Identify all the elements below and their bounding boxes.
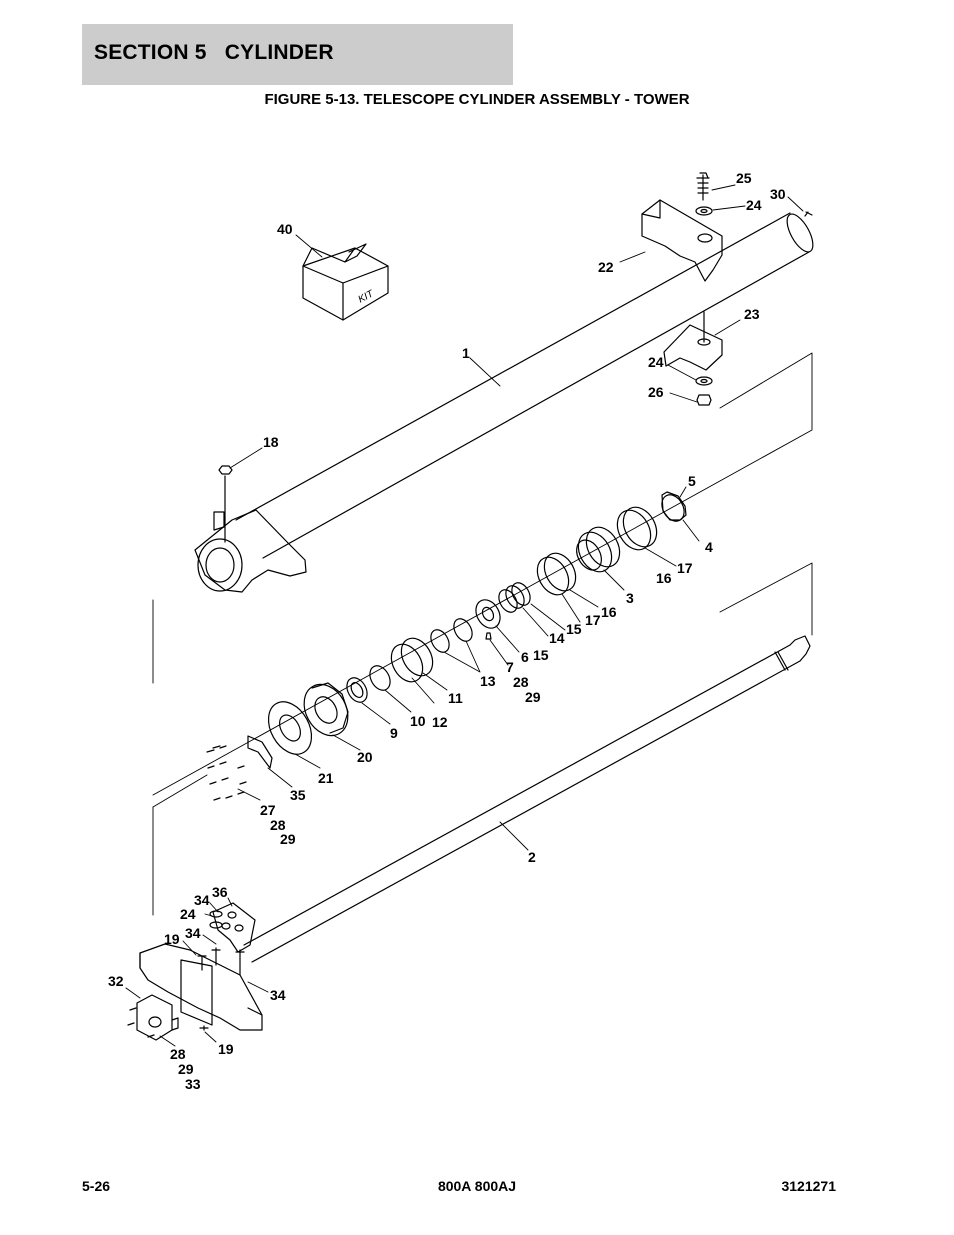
callout-label: 36 — [212, 884, 228, 900]
callout-label: 14 — [549, 630, 565, 646]
callout-label: 20 — [357, 749, 373, 765]
trunnion-lower — [663, 311, 723, 371]
callout-label: 33 — [185, 1076, 201, 1092]
piston-rod — [243, 635, 811, 963]
callout-label: 18 — [263, 434, 279, 450]
callout-label: 4 — [705, 539, 713, 555]
callout-label: 17 — [585, 612, 601, 628]
callout-label: 11 — [448, 690, 463, 706]
callout-label: 22 — [598, 259, 614, 275]
model-label: 800A 800AJ — [437, 1178, 517, 1194]
callout-label: 29 — [178, 1061, 194, 1077]
leader-lines — [125, 184, 804, 1047]
kit-box-label: KIT — [356, 288, 376, 305]
doc-number: 3121271 — [781, 1178, 836, 1194]
callout-label: 28 — [270, 817, 286, 833]
callout-label: 25 — [736, 170, 752, 186]
barrel-tube — [194, 211, 814, 593]
section-header: SECTION 5 CYLINDER — [82, 24, 513, 85]
callout-label: 2 — [528, 849, 536, 865]
piston-nut — [661, 491, 687, 522]
callout-label: 34 — [185, 925, 201, 941]
rod-end-block — [139, 943, 263, 1031]
flange-plate — [267, 701, 313, 755]
callout-label: 13 — [480, 673, 496, 689]
callout-label: 26 — [648, 384, 664, 400]
callout-label: 23 — [744, 306, 760, 322]
callout-label: 34 — [194, 892, 210, 908]
callout-label: 7 — [506, 659, 514, 675]
page-number: 5-26 — [82, 1178, 111, 1194]
trunnion-hardware — [695, 172, 713, 406]
callout-label: 29 — [525, 689, 541, 705]
callout-label: 34 — [270, 987, 286, 1003]
retaining-plate — [247, 735, 273, 769]
trunnion-upper — [641, 199, 723, 282]
callout-label: 28 — [170, 1046, 186, 1062]
seal-kit-box — [302, 243, 389, 321]
callout-label: 32 — [108, 973, 124, 989]
callout-label: 10 — [410, 713, 426, 729]
callout-label: 24 — [648, 354, 664, 370]
callout-label: 16 — [656, 570, 672, 586]
callout-label: 15 — [533, 647, 549, 663]
callout-label: 21 — [318, 770, 334, 786]
callout-label: 19 — [164, 931, 180, 947]
trunnion-bracket — [212, 902, 256, 953]
callout-label: 5 — [688, 473, 696, 489]
callout-label: 24 — [746, 197, 762, 213]
callout-label: 3 — [626, 590, 634, 606]
section-title: SECTION 5 CYLINDER — [94, 41, 334, 64]
callout-label: 16 — [601, 604, 617, 620]
callout-label: 27 — [260, 802, 276, 818]
callout-label: 15 — [566, 621, 582, 637]
figure-title: FIGURE 5-13. TELESCOPE CYLINDER ASSEMBLY… — [264, 91, 690, 108]
callout-label: 24 — [180, 906, 196, 922]
callout-label: 17 — [677, 560, 693, 576]
callout-label: 9 — [390, 725, 398, 741]
phantom-lines — [152, 352, 813, 916]
callout-label: 28 — [513, 674, 529, 690]
callout-label: 6 — [521, 649, 529, 665]
callout-label: 30 — [770, 186, 786, 202]
callout-label: 1 — [462, 345, 470, 361]
callout-label: 19 — [218, 1041, 234, 1057]
callout-label: 40 — [277, 221, 293, 237]
cap-screws — [206, 745, 247, 801]
valve-block — [127, 994, 179, 1041]
mount-screws — [197, 910, 245, 1031]
set-screw — [218, 465, 233, 543]
cylinder-head — [303, 682, 349, 737]
callout-label: 29 — [280, 831, 296, 847]
callout-label: 35 — [290, 787, 306, 803]
callout-label: 12 — [432, 714, 448, 730]
seal-rings — [346, 506, 658, 703]
